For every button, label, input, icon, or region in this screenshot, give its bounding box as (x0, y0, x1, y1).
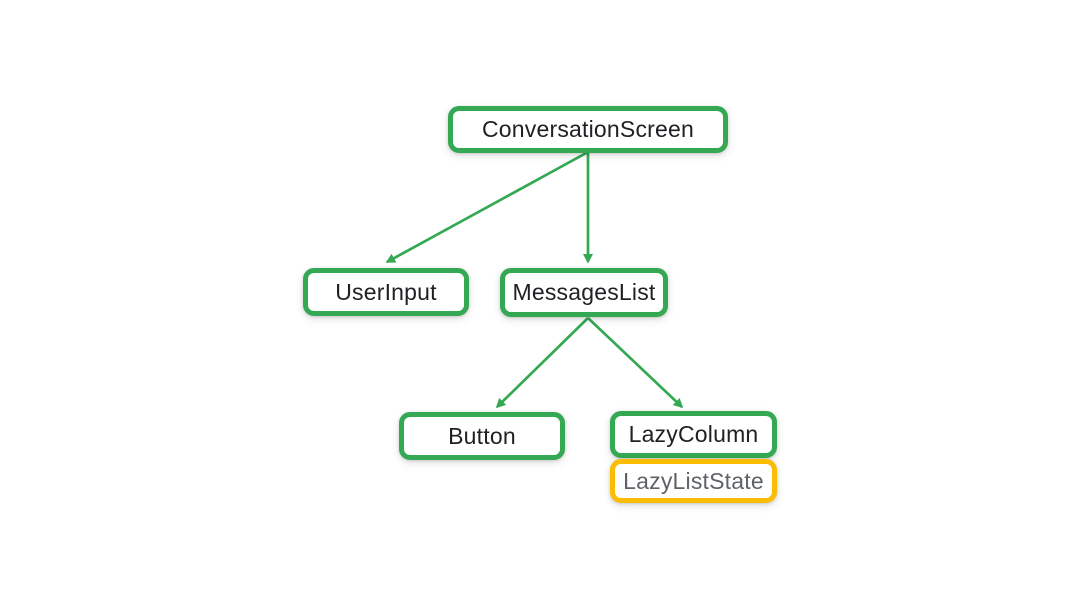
node-lazyliststate-label: LazyListState (623, 467, 764, 494)
node-conversationscreen: ConversationScreen (448, 106, 728, 153)
node-messageslist: MessagesList (500, 268, 668, 317)
node-userinput: UserInput (303, 268, 469, 316)
node-lazycolumn: LazyColumn (610, 411, 777, 458)
node-lazyliststate: LazyListState (610, 459, 777, 503)
edge-messageslist-to-lazycolumn (587, 317, 684, 409)
node-button-label: Button (448, 422, 516, 449)
node-conversationscreen-label: ConversationScreen (482, 116, 694, 142)
node-messageslist-label: MessagesList (512, 279, 656, 305)
node-userinput-label: UserInput (335, 278, 437, 305)
node-button: Button (399, 412, 565, 460)
node-lazycolumn-label: LazyColumn (628, 421, 759, 447)
edge-messageslist-to-button (495, 317, 589, 409)
edge-conversationscreen-to-userinput (385, 150, 589, 264)
